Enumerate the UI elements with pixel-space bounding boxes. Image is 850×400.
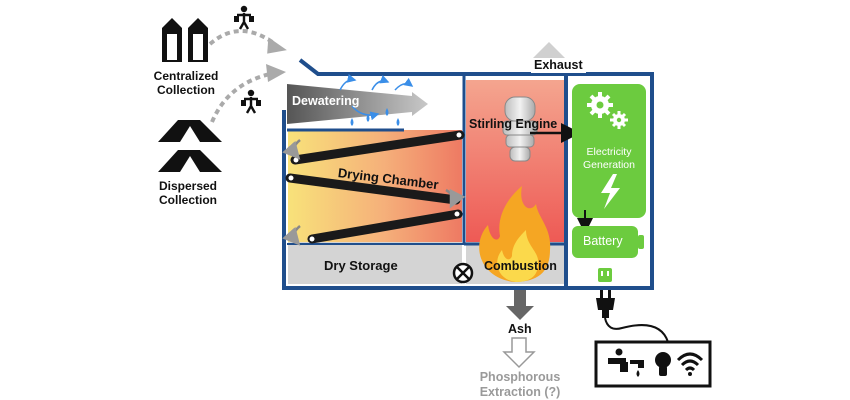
combustion-label: Combustion [484,259,557,273]
centralized-collection-label: Centralized Collection [153,69,219,98]
phosphorous-arrow [502,337,536,369]
ash-arrow [506,290,534,320]
conveyor-belt [290,130,465,165]
valve-icon [452,262,474,284]
dewatering-label: Dewatering [292,94,360,108]
gear-icon [587,92,628,129]
tent-icon [158,120,222,172]
battery-icon [572,226,644,258]
engine-icon [502,96,538,162]
water-drop-icon [350,108,400,126]
flame-icon [479,186,551,282]
exhaust-label: Exhaust [531,58,586,73]
collection-path-dispersed [210,72,271,123]
water-flow-arrows [339,73,414,121]
stirling-engine-label: Stirling Engine [469,117,558,131]
electricity-generation-panel [572,84,646,218]
building-icon [162,18,208,62]
dispersed-collection-label: Dispersed Collection [158,179,218,208]
outlet-icon [598,268,612,282]
transfer-arrows [282,139,466,246]
person-carrying-icon [234,5,254,30]
wifi-icon [676,352,704,376]
faucet-icon [608,348,644,377]
dewatering-funnel [287,84,428,124]
battery-label: Battery [583,234,623,248]
electricity-generation-label: Electricity Generation [583,146,635,171]
lightning-icon [601,174,620,209]
dry-storage-label: Dry Storage [324,258,398,273]
plug-icon [596,290,669,343]
collection-path-centralized [208,29,277,46]
lightbulb-icon [655,352,671,376]
ash-label: Ash [508,322,532,336]
person-carrying-icon [241,89,261,114]
conveyor-belt [307,209,463,244]
phosphorous-extraction-label: Phosphorous Extraction (?) [479,370,561,399]
